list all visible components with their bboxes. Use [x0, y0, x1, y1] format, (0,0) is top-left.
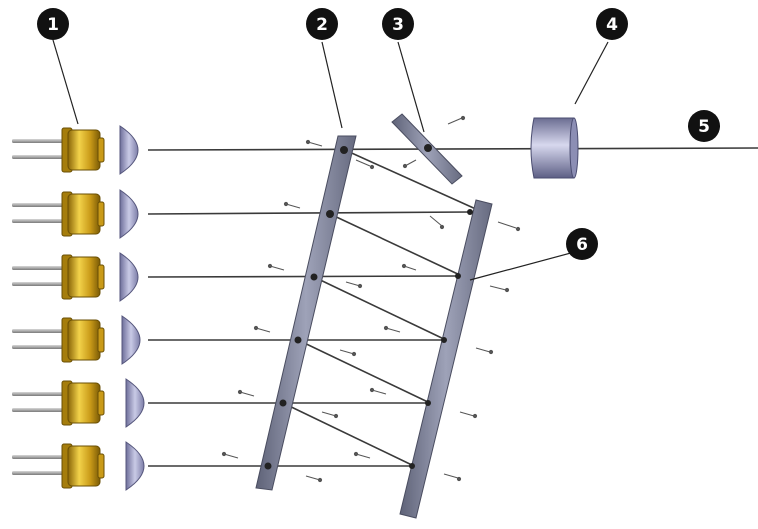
collimating-lens-icon [125, 441, 145, 491]
callout-1: 1 [37, 8, 69, 40]
stray-light-arrows [221, 115, 521, 483]
callout-5: 5 [688, 110, 720, 142]
laser-diode-icon [12, 380, 105, 426]
laser-diode-icon [12, 127, 105, 173]
beam-spots [264, 146, 473, 470]
callout-2: 2 [306, 8, 338, 40]
laser-diode-icon [12, 443, 105, 489]
beam-2 [147, 211, 471, 215]
reflection-3 [313, 276, 447, 341]
filter-plate-2-icon [255, 135, 357, 491]
laser-diode-icon [12, 254, 105, 300]
callout-3: 3 [382, 8, 414, 40]
callout-label: 2 [316, 15, 328, 35]
collimating-lens-icon [119, 252, 139, 302]
callout-label: 1 [47, 15, 59, 35]
callout-label: 3 [392, 15, 404, 35]
collimating-lens-array [119, 125, 145, 491]
collimating-lens-icon [119, 189, 139, 239]
callout-6: 6 [566, 228, 598, 260]
output-lens-icon [530, 117, 579, 179]
callout-label: 6 [576, 235, 588, 255]
collimating-lens-icon [125, 378, 145, 428]
collimating-lens-icon [119, 125, 139, 175]
callout-label: 4 [606, 15, 618, 35]
laser-diode-icon [12, 317, 105, 363]
callout-4: 4 [596, 8, 628, 40]
laser-diode-icon [12, 191, 105, 237]
mirror-3-icon [391, 113, 463, 185]
beam-1 [147, 147, 758, 151]
callouts: 1 2 3 4 5 6 [37, 8, 720, 260]
reflection-4 [297, 339, 431, 404]
beam-3 [147, 275, 459, 278]
callout-label: 5 [698, 117, 710, 137]
laser-diode-array [12, 127, 105, 489]
reflection-1 [344, 149, 479, 211]
collimating-lens-icon [121, 315, 141, 365]
callout-leaders [52, 39, 609, 281]
filter-plate-6-icon [399, 199, 493, 519]
reflection-5 [282, 402, 415, 467]
reflection-2 [329, 213, 463, 277]
